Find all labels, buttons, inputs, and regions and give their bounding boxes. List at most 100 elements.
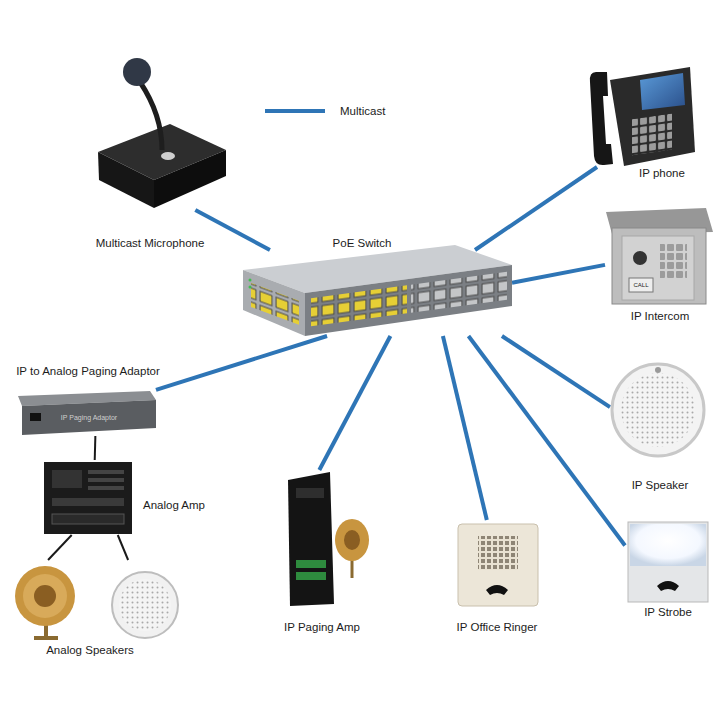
button-print: CALL bbox=[633, 282, 648, 288]
ip-paging-amp-illustration-part bbox=[335, 519, 369, 561]
device-node: Analog Speakers bbox=[8, 560, 190, 640]
ip-intercom-illustration bbox=[606, 208, 713, 304]
device-label: IP Paging Amp bbox=[284, 620, 360, 634]
ip-phone-illustration-part bbox=[610, 67, 695, 166]
ip-strobe-illustration-part bbox=[657, 581, 679, 591]
ip-strobe-illustration bbox=[628, 522, 708, 602]
paging-adaptor-illustration-part bbox=[22, 400, 156, 435]
ip-office-ringer-illustration bbox=[458, 524, 538, 606]
poe-switch-illustration-part bbox=[249, 286, 252, 289]
ip-speaker-illustration-part bbox=[612, 364, 704, 456]
poe-switch-illustration-part-part bbox=[411, 272, 507, 313]
microphone-illustration-part bbox=[98, 152, 154, 208]
ip-phone-illustration-part bbox=[632, 114, 672, 156]
analog-amp-illustration-part bbox=[88, 470, 124, 474]
device-label: IP to Analog Paging Adaptor bbox=[16, 364, 160, 378]
poe-switch-illustration bbox=[243, 245, 512, 336]
multicast-link bbox=[319, 336, 390, 470]
analog-amp-illustration-part bbox=[88, 486, 124, 490]
analog-amp-illustration-part bbox=[52, 470, 82, 488]
ip-intercom-illustration-part bbox=[622, 236, 694, 300]
ip-intercom-illustration-part bbox=[629, 278, 653, 292]
ip-phone-illustration-part bbox=[640, 73, 685, 110]
device-node: IP Intercom bbox=[605, 208, 713, 306]
device-node: IP Speaker bbox=[610, 362, 706, 458]
analog-speakers-illustration-part bbox=[34, 636, 58, 640]
multicast-link bbox=[512, 265, 605, 283]
audio-wire bbox=[94, 436, 97, 460]
legend-line-sample-part bbox=[265, 109, 325, 113]
ip-speaker-illustration-part bbox=[655, 367, 661, 373]
multicast-link bbox=[475, 167, 597, 250]
device-label: IP Intercom bbox=[631, 309, 690, 323]
poe-switch-illustration-part bbox=[305, 265, 512, 336]
analog-amp-illustration bbox=[44, 462, 132, 534]
ip-intercom-illustration-part bbox=[633, 251, 647, 265]
device-label: Multicast Microphone bbox=[96, 236, 205, 250]
ip-phone-illustration bbox=[590, 67, 695, 166]
ip-office-ringer-illustration-part bbox=[486, 585, 508, 595]
ip-paging-amp-illustration-part bbox=[296, 560, 326, 568]
microphone-illustration-part bbox=[140, 82, 162, 150]
multicast-link bbox=[443, 336, 487, 520]
device-label: IP phone bbox=[639, 166, 685, 180]
multicast-link bbox=[195, 210, 270, 250]
ip-office-ringer-illustration-part bbox=[478, 536, 518, 570]
ip-paging-amp-illustration-part bbox=[296, 488, 324, 498]
device-node: IP phone bbox=[590, 62, 695, 167]
microphone-illustration bbox=[98, 58, 226, 208]
paging-adaptor-illustration-part bbox=[30, 413, 41, 421]
ip-intercom-illustration-part bbox=[660, 244, 687, 280]
ip-paging-amp-illustration-part bbox=[344, 530, 360, 550]
device-label: PoE Switch bbox=[333, 236, 392, 250]
device-node: IP Strobe bbox=[625, 518, 711, 604]
multicast-link bbox=[156, 336, 327, 390]
microphone-illustration-part bbox=[123, 58, 151, 86]
analog-speakers-illustration-part bbox=[23, 574, 67, 618]
ip-strobe-illustration-part bbox=[630, 524, 706, 566]
audio-wire bbox=[48, 535, 72, 560]
poe-switch-illustration-part bbox=[251, 283, 299, 325]
ip-paging-amp-illustration-part bbox=[288, 472, 334, 606]
ip-strobe-illustration-part bbox=[628, 522, 708, 602]
analog-speakers-illustration-part bbox=[112, 572, 178, 638]
device-node: IP to Analog Paging Adaptor bbox=[15, 388, 156, 436]
ip-office-ringer-illustration-part bbox=[458, 524, 538, 606]
device-label: IP Strobe bbox=[644, 605, 692, 619]
legend-line-sample bbox=[265, 111, 325, 112]
device-label: Analog Amp bbox=[143, 498, 205, 512]
device-node: Analog Amp bbox=[40, 460, 136, 535]
audio-wire bbox=[118, 535, 128, 560]
analog-amp-illustration-part bbox=[44, 462, 132, 534]
device-node: Multicast Microphone bbox=[95, 58, 227, 210]
device-label: Analog Speakers bbox=[46, 643, 134, 657]
poe-switch-illustration-part-part bbox=[251, 283, 299, 325]
device-node: PoE Switch bbox=[240, 250, 512, 336]
ip-phone-illustration-part bbox=[590, 72, 613, 165]
device-print: IP Paging Adaptor bbox=[61, 414, 117, 421]
device-label: IP Speaker bbox=[632, 478, 689, 492]
poe-switch-illustration-part bbox=[249, 279, 252, 282]
ip-speaker-illustration bbox=[612, 364, 704, 456]
analog-speakers-illustration-part bbox=[34, 585, 56, 607]
device-label: IP Office Ringer bbox=[457, 620, 538, 634]
analog-amp-illustration-part bbox=[88, 478, 124, 482]
paging-adaptor-illustration bbox=[18, 391, 156, 435]
analog-speakers-illustration bbox=[15, 566, 178, 640]
poe-switch-illustration-part bbox=[243, 270, 305, 336]
ip-speaker-illustration-part bbox=[621, 373, 695, 447]
legend-text: Multicast bbox=[340, 104, 385, 118]
analog-speakers-illustration-part bbox=[15, 566, 75, 626]
analog-speakers-illustration-part bbox=[119, 579, 171, 631]
analog-amp-illustration-part bbox=[52, 498, 124, 506]
microphone-illustration-part bbox=[154, 150, 226, 208]
multicast-link bbox=[468, 336, 625, 546]
device-node: IP Office Ringer bbox=[455, 520, 541, 608]
ip-paging-amp-illustration-part bbox=[296, 572, 326, 580]
analog-amp-illustration-part bbox=[52, 514, 124, 524]
device-node: IP Paging Amp bbox=[285, 470, 373, 608]
poe-switch-illustration-part bbox=[311, 272, 507, 326]
microphone-illustration-part bbox=[161, 152, 175, 160]
ip-intercom-illustration-part bbox=[612, 228, 706, 304]
